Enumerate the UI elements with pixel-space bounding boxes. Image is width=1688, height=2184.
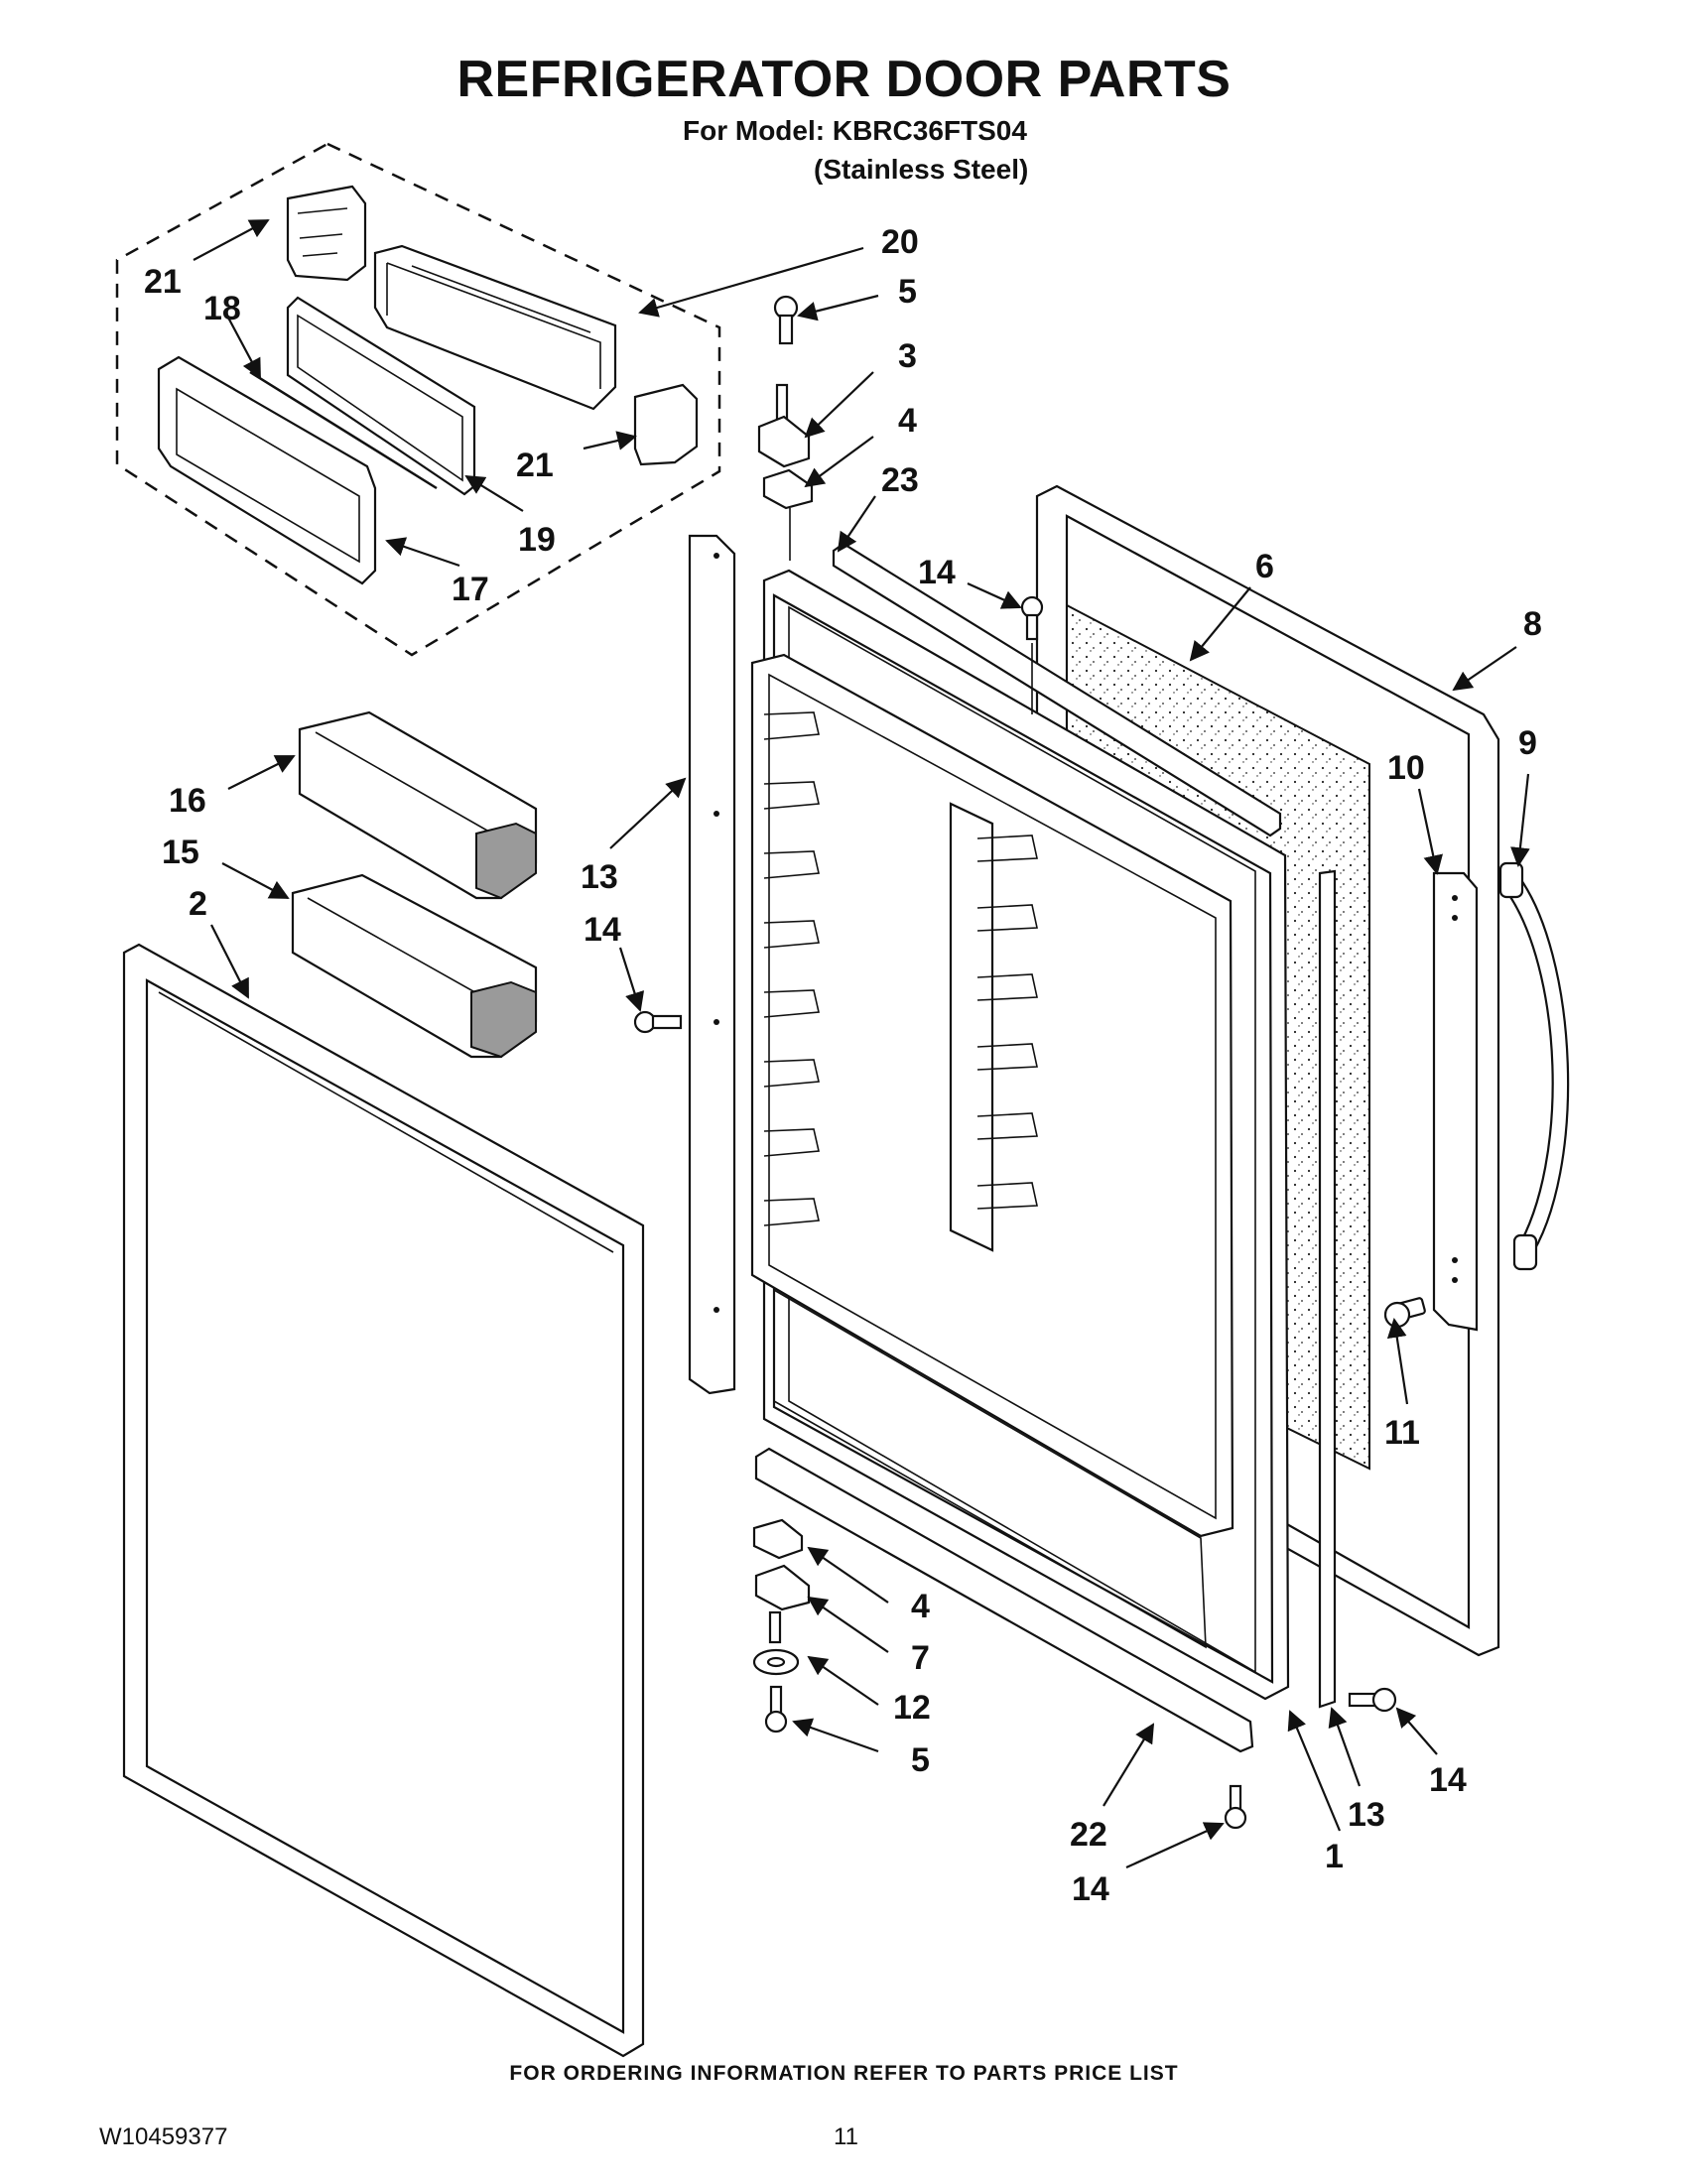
part-14-screw-left xyxy=(633,1010,683,1034)
part-10-handle-bracket xyxy=(1432,871,1479,1332)
callout-11: 11 xyxy=(1384,1414,1420,1452)
model-line: For Model: KBRC36FTS04 xyxy=(683,115,1027,146)
part-7-hinge-bottom xyxy=(754,1564,811,1644)
part-3-hinge-top xyxy=(757,383,811,468)
callout-14-top: 14 xyxy=(918,554,956,591)
callout-6: 6 xyxy=(1255,548,1274,585)
page-number: 11 xyxy=(834,2123,858,2150)
part-9-handle xyxy=(1498,861,1570,1271)
callout-17: 17 xyxy=(452,571,489,608)
liner-shelf-supports xyxy=(763,711,1038,1252)
page-title: REFRIGERATOR DOOR PARTS xyxy=(456,51,1232,108)
part-14-screw-right xyxy=(1348,1687,1397,1713)
part-1-door-liner xyxy=(750,569,1290,1701)
callout-14-left: 14 xyxy=(584,911,621,949)
callout-15: 15 xyxy=(162,834,199,871)
part-13-trim-left xyxy=(688,534,736,1395)
callout-1: 1 xyxy=(1325,1838,1344,1875)
callout-21-right: 21 xyxy=(516,447,554,484)
callout-12: 12 xyxy=(893,1689,931,1727)
callout-13-left: 13 xyxy=(581,858,618,896)
callout-4-bottom: 4 xyxy=(911,1588,930,1625)
callout-21-top: 21 xyxy=(144,263,182,301)
part-14-screw-bottom xyxy=(1224,1784,1247,1830)
part-4-shim-top xyxy=(762,468,814,510)
callout-3: 3 xyxy=(898,337,917,375)
callout-8: 8 xyxy=(1523,605,1542,643)
callout-5-top: 5 xyxy=(898,273,917,311)
callout-19: 19 xyxy=(518,521,556,559)
callout-9: 9 xyxy=(1518,724,1537,762)
document-number: W10459377 xyxy=(99,2123,228,2150)
callout-16: 16 xyxy=(169,782,206,820)
part-18-strip xyxy=(249,370,438,490)
callout-leaders xyxy=(193,219,1530,1869)
callout-14-bottom: 14 xyxy=(1072,1870,1109,1908)
callout-2: 2 xyxy=(189,885,207,923)
part-4-shim-bottom xyxy=(752,1518,804,1560)
callout-13-right: 13 xyxy=(1348,1796,1385,1834)
part-21-bracket-right xyxy=(633,383,699,466)
part-14-screw-top xyxy=(1020,595,1044,641)
callout-18: 18 xyxy=(203,290,241,327)
callout-10: 10 xyxy=(1387,749,1425,787)
part-20-dairy-bin xyxy=(373,244,617,411)
finish-label: (Stainless Steel) xyxy=(814,154,1029,185)
callout-22: 22 xyxy=(1070,1816,1107,1854)
part-5-screw-bottom xyxy=(764,1685,788,1734)
ordering-note: FOR ORDERING INFORMATION REFER TO PARTS … xyxy=(509,2062,1179,2085)
callout-4-top: 4 xyxy=(898,402,917,440)
part-15-door-bin xyxy=(291,873,538,1059)
callout-5-bottom: 5 xyxy=(911,1741,930,1779)
part-13-trim-right xyxy=(1318,869,1337,1709)
part-5-screw-top xyxy=(773,295,799,345)
part-17-dairy-door xyxy=(157,355,377,585)
part-12-washer xyxy=(752,1648,800,1676)
part-16-door-bin xyxy=(298,710,538,900)
callout-20: 20 xyxy=(881,223,919,261)
part-2-door-gasket xyxy=(122,943,645,2058)
dairy-assembly-group-outline xyxy=(115,142,721,657)
part-22-bottom-channel xyxy=(754,1447,1254,1753)
callout-23: 23 xyxy=(881,461,919,499)
part-21-bracket-top xyxy=(286,185,367,282)
callout-14-right: 14 xyxy=(1429,1761,1467,1799)
callout-7: 7 xyxy=(911,1639,930,1677)
